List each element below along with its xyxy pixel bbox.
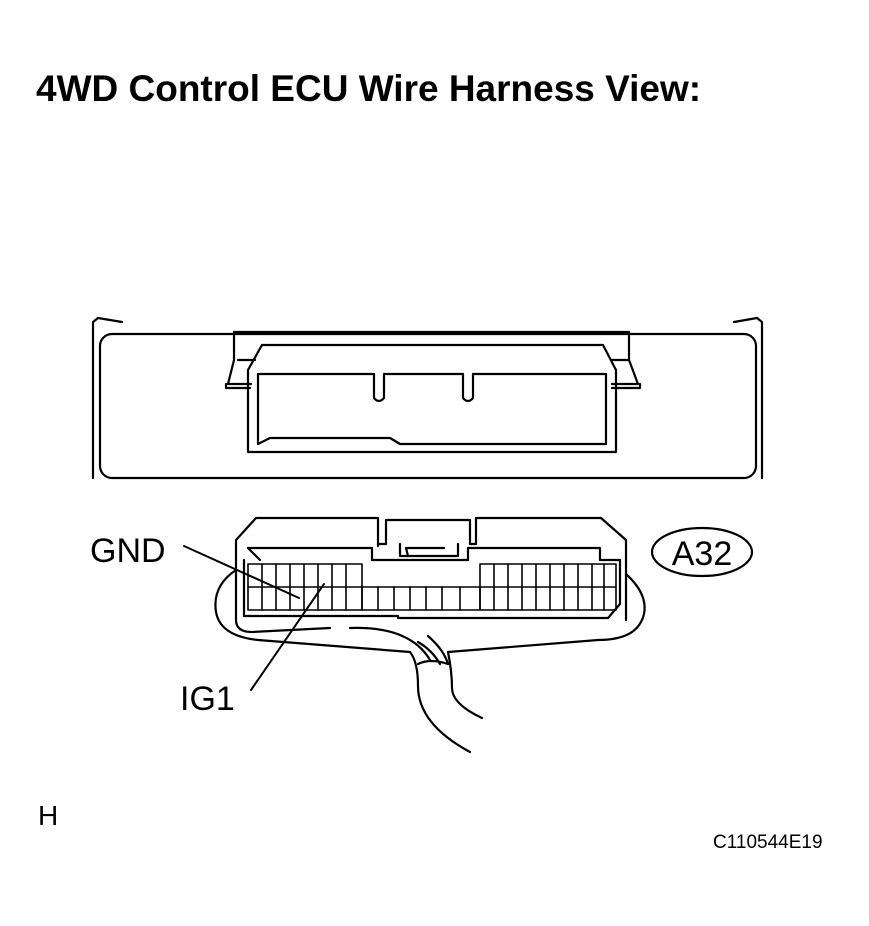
connector-code-label: A32 <box>672 535 733 573</box>
gnd-pin-label: GND <box>90 532 166 570</box>
page-title: 4WD Control ECU Wire Harness View: <box>36 68 702 109</box>
harness-connector <box>214 516 646 754</box>
connector-code-badge <box>650 526 754 578</box>
gnd-leader-line <box>183 545 300 599</box>
ig1-leader-line <box>250 583 325 691</box>
figure-code: C110544E19 <box>713 832 823 853</box>
footer-left-code: H <box>38 800 59 831</box>
ig1-pin-label: IG1 <box>180 680 235 718</box>
callout-lines <box>183 545 325 691</box>
ecu-body <box>91 316 764 480</box>
